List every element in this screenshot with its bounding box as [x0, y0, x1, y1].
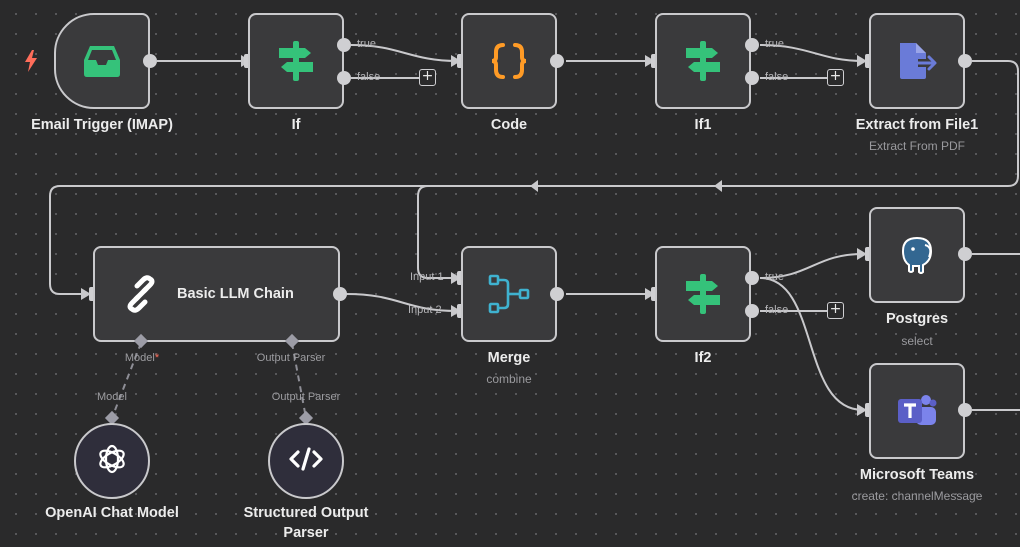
arrow-postgres-in [857, 248, 867, 260]
postgres-elephant-icon [897, 235, 937, 275]
openai-port-label: Model [97, 391, 127, 403]
node-email-trigger[interactable] [54, 13, 150, 109]
edge-if2-postgres [759, 253, 864, 279]
extract-output[interactable] [958, 54, 972, 68]
extract-subtitle: Extract From PDF [868, 139, 966, 153]
code-title: Code [490, 117, 528, 133]
llm-chain-title: Basic LLM Chain [177, 286, 294, 302]
node-code[interactable] [461, 13, 557, 109]
merge-icon [488, 274, 530, 314]
node-merge[interactable] [461, 246, 557, 342]
if-false-add-button[interactable]: + [419, 69, 436, 86]
parser-port-label: Output Parser [271, 391, 341, 403]
if1-false-add-button[interactable]: + [827, 69, 844, 86]
merge-title: Merge [487, 350, 531, 366]
edge-parser-dashed [291, 342, 307, 419]
if2-output-true[interactable] [745, 271, 759, 285]
arrow-merge-in2 [451, 305, 461, 317]
arrow-return-1 [714, 180, 722, 192]
chain-link-icon [121, 274, 161, 314]
merge-input1-label: Input 1 [410, 271, 444, 283]
llm-chain-output[interactable] [333, 287, 347, 301]
node-extract-from-file[interactable] [869, 13, 965, 109]
llm-parser-port-label: Output Parser [256, 352, 326, 364]
edge-if2-teams [759, 277, 864, 411]
arrow-if2-in [645, 288, 655, 300]
if1-false-label: false [765, 71, 789, 83]
if2-output-false[interactable] [745, 304, 759, 318]
parser-title-line2: Parser [283, 525, 329, 541]
if-false-label: false [357, 71, 381, 83]
if2-true-label: true [765, 271, 784, 283]
signpost-icon [275, 41, 317, 81]
postgres-title: Postgres [885, 311, 949, 327]
merge-input2-label: Input 2 [408, 304, 442, 316]
openai-title: OpenAI Chat Model [45, 505, 179, 521]
teams-title: Microsoft Teams [859, 467, 975, 483]
if2-false-add-button[interactable]: + [827, 302, 844, 319]
node-structured-output-parser[interactable] [268, 423, 344, 499]
braces-icon [489, 41, 529, 81]
edge-extract-merge-input1 [417, 185, 457, 279]
llm-model-port-label: Model* [124, 352, 160, 364]
if2-false-label: false [765, 304, 789, 316]
postgres-output[interactable] [958, 247, 972, 261]
merge-subtitle: combine [486, 372, 532, 386]
parser-title-line1: Structured Output [243, 505, 369, 521]
if-true-label: true [357, 38, 376, 50]
node-if[interactable] [248, 13, 344, 109]
if-title: If [291, 117, 301, 133]
if1-output-true[interactable] [745, 38, 759, 52]
node-postgres[interactable] [869, 207, 965, 303]
inbox-icon [82, 44, 122, 78]
email-trigger-title: Email Trigger (IMAP) [31, 117, 173, 133]
file-export-icon [896, 41, 938, 81]
teams-output[interactable] [958, 403, 972, 417]
node-openai-chat-model[interactable] [74, 423, 150, 499]
email-trigger-output[interactable] [143, 54, 157, 68]
node-if1[interactable] [655, 13, 751, 109]
node-microsoft-teams[interactable] [869, 363, 965, 459]
arrow-if1-in [645, 55, 655, 67]
code-icon [289, 445, 323, 478]
openai-icon [95, 442, 129, 481]
edge-if-code [350, 44, 458, 62]
edge-if1-extract [759, 44, 864, 62]
teams-subtitle: create: channelMessage [851, 489, 983, 503]
if1-true-label: true [765, 38, 784, 50]
teams-icon [896, 393, 938, 429]
edge-llm-merge-input2 [345, 293, 458, 312]
merge-output[interactable] [550, 287, 564, 301]
if1-title: If1 [694, 117, 712, 133]
postgres-subtitle: select [901, 334, 933, 348]
trigger-bolt-icon [23, 50, 39, 77]
signpost-icon [682, 274, 724, 314]
if1-output-false[interactable] [745, 71, 759, 85]
arrow-llm-in [81, 288, 91, 300]
node-if2[interactable] [655, 246, 751, 342]
if2-title: If2 [694, 350, 712, 366]
if-output-false[interactable] [337, 71, 351, 85]
extract-title: Extract from File1 [855, 117, 979, 133]
arrow-merge-in1 [451, 272, 461, 284]
edge-model-dashed [111, 342, 142, 419]
signpost-icon [682, 41, 724, 81]
arrow-extract-in [857, 55, 867, 67]
arrow-teams-in [857, 404, 867, 416]
node-basic-llm-chain[interactable]: Basic LLM Chain [93, 246, 340, 342]
arrow-code-in [451, 55, 461, 67]
if-output-true[interactable] [337, 38, 351, 52]
arrow-return-2 [530, 180, 538, 192]
code-output[interactable] [550, 54, 564, 68]
